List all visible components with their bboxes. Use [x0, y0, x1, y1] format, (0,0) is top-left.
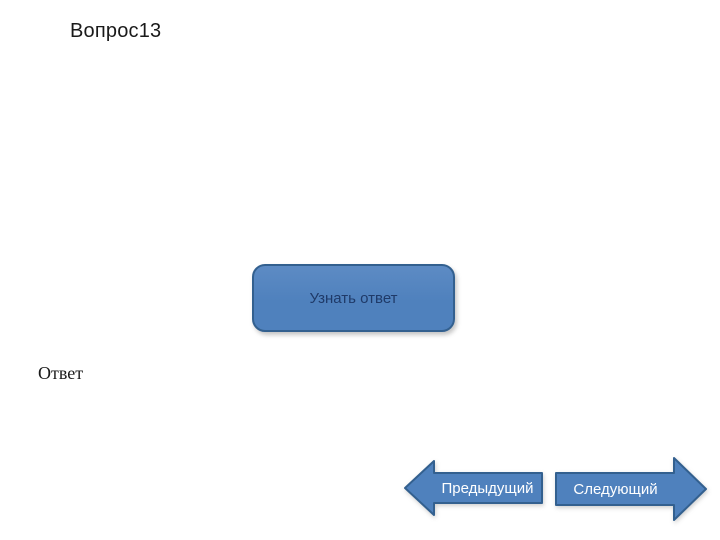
prev-slide-label: Предыдущий: [441, 479, 534, 497]
reveal-answer-button[interactable]: Узнать ответ: [252, 264, 455, 332]
left-arrow-icon: [404, 460, 543, 516]
prev-slide-button[interactable]: Предыдущий: [404, 459, 543, 517]
slide-title: Вопрос13: [70, 20, 162, 42]
answer-label: Ответ: [38, 363, 84, 383]
next-slide-button[interactable]: Следующий: [555, 456, 707, 522]
right-arrow-icon: [555, 457, 707, 521]
reveal-answer-label: Узнать ответ: [309, 289, 398, 307]
next-slide-label: Следующий: [573, 480, 658, 498]
